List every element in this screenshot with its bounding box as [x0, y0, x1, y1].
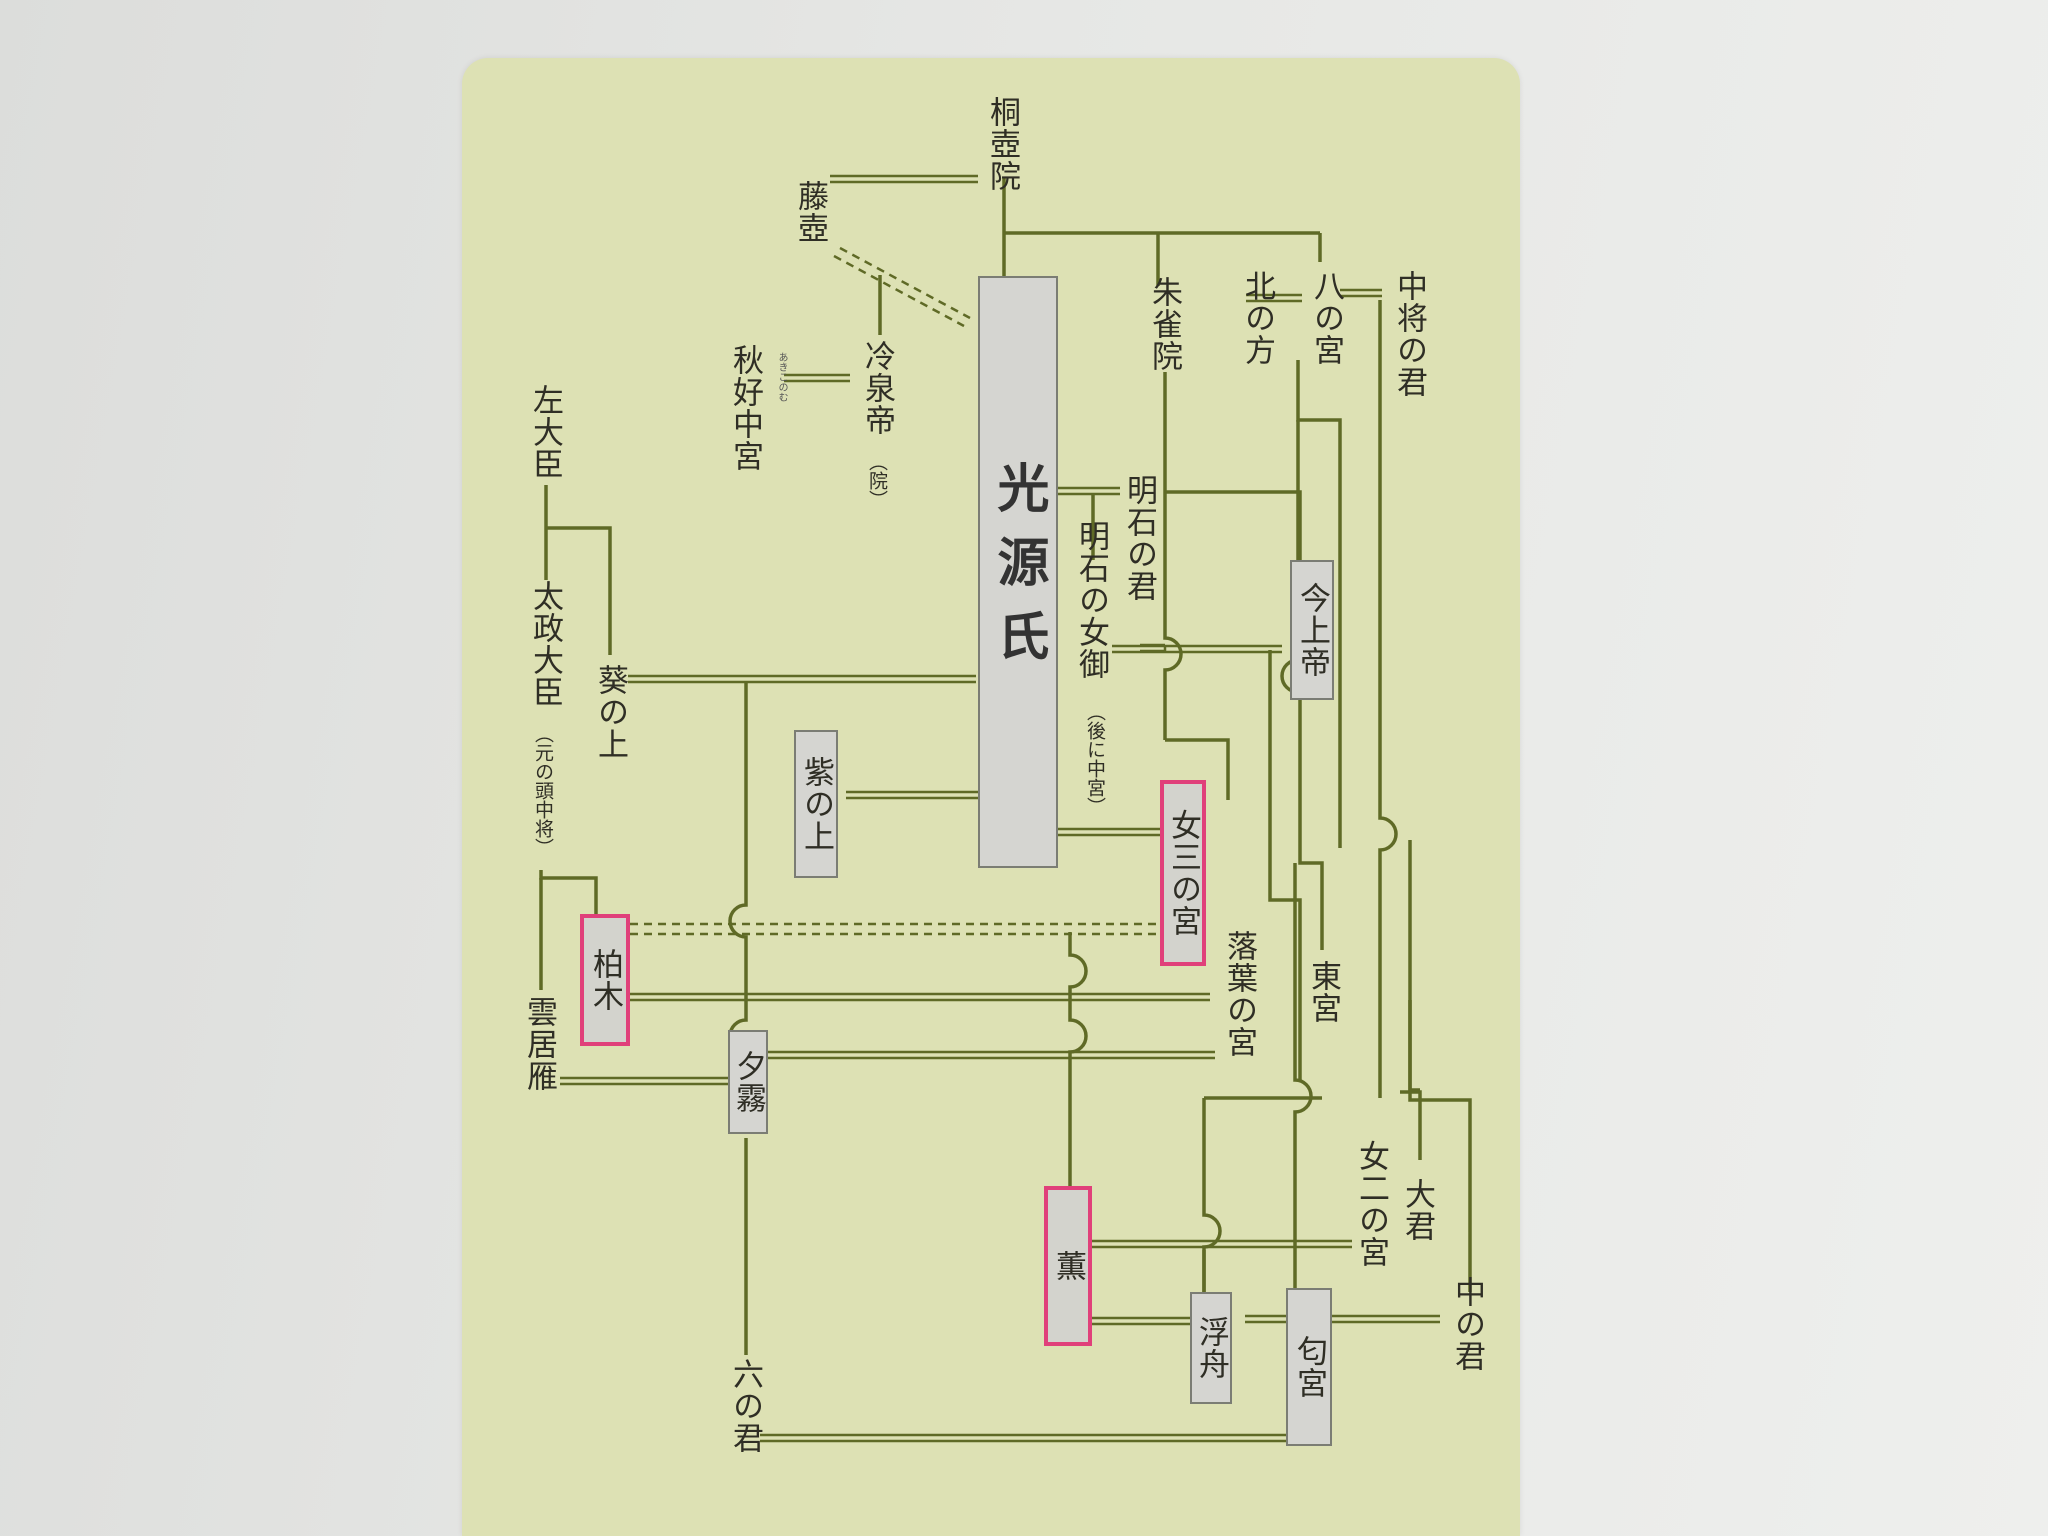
akashi-no-kimi-label: 明石の君 — [1121, 474, 1157, 602]
niou-miya-label: 匂宮 — [1291, 1335, 1327, 1399]
togu-label: 東宮 — [1305, 960, 1341, 1024]
onna-ni-no-miya-label: 女二の宮 — [1353, 1140, 1389, 1268]
kashiwagi-box[interactable]: 柏木 — [580, 914, 630, 1046]
niou-miya-box[interactable]: 匂宮 — [1286, 1288, 1332, 1446]
kinjo-tei-box[interactable]: 今上帝 — [1290, 560, 1334, 700]
murasaki-no-ue-box[interactable]: 紫の上 — [794, 730, 838, 878]
daijo-daijin-label: 太政大臣 — [527, 580, 563, 708]
kinjo-tei-label: 今上帝 — [1294, 582, 1330, 678]
chujo-no-kimi-label: 中将の君 — [1391, 270, 1427, 398]
reizei-tei-label: 冷泉帝 — [859, 340, 895, 436]
akikonomu-ruby: あきこのむ — [776, 352, 787, 402]
ukifune-label: 浮舟 — [1193, 1316, 1229, 1380]
suzaku-in-label: 朱雀院 — [1146, 276, 1182, 372]
kita-no-kata-label: 北の方 — [1239, 270, 1275, 366]
sadaijin-label: 左大臣 — [527, 384, 563, 480]
kashiwagi-label: 柏木 — [587, 948, 623, 1012]
kumoi-no-kari-label: 雲居雁 — [521, 996, 557, 1092]
reizei-note: （院） — [866, 452, 888, 509]
onna-san-no-miya-label: 女三の宮 — [1165, 809, 1201, 937]
akashi-no-nyogo-note: （後に中宮） — [1084, 702, 1106, 816]
fujitsubo-label: 藤壺 — [792, 180, 828, 244]
yugiri-box[interactable]: 夕霧 — [728, 1030, 768, 1134]
daijo-daijin-note: （元の頭中将） — [532, 724, 554, 857]
kiritsubo-in-label: 桐壺院 — [984, 96, 1020, 192]
kaoru-label: 薫 — [1050, 1250, 1086, 1282]
hikaru-genji-box[interactable]: 光源氏 — [978, 276, 1058, 868]
akikonomu-label: 秋好中宮 — [727, 344, 763, 472]
roku-no-kimi-label: 六の君 — [727, 1358, 763, 1454]
akashi-no-nyogo-label: 明石の女御 — [1073, 520, 1109, 680]
hachi-no-miya-label: 八の宮 — [1308, 270, 1344, 366]
oigimi-label: 大君 — [1399, 1178, 1435, 1242]
yugiri-label: 夕霧 — [730, 1050, 766, 1114]
nakanokimi-label: 中の君 — [1449, 1276, 1485, 1372]
onna-san-no-miya-box[interactable]: 女三の宮 — [1160, 780, 1206, 966]
hikaru-genji-label: 光源氏 — [988, 461, 1049, 683]
ochiba-no-miya-label: 落葉の宮 — [1221, 930, 1257, 1058]
murasaki-no-ue-label: 紫の上 — [798, 756, 834, 852]
aoi-no-ue-label: 葵の上 — [592, 664, 628, 760]
ukifune-box[interactable]: 浮舟 — [1190, 1292, 1232, 1404]
kaoru-box[interactable]: 薫 — [1044, 1186, 1092, 1346]
